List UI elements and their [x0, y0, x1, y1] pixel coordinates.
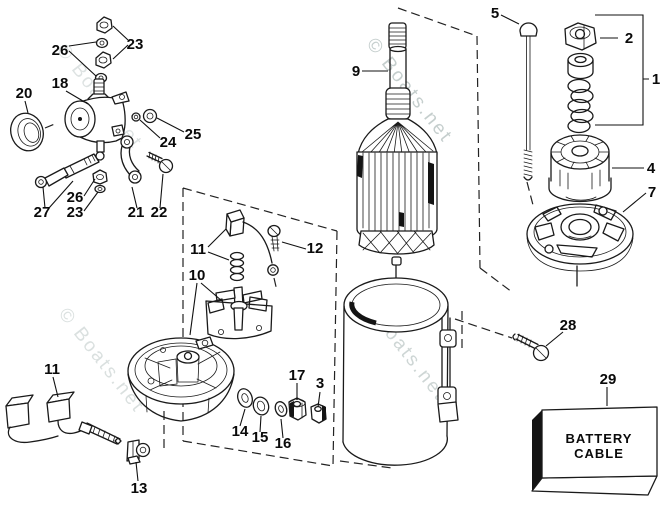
callout-11-mid: 11: [190, 241, 206, 258]
battery-cable-label-line1: BATTERY: [566, 431, 633, 446]
commutator-end-cap: [127, 336, 235, 422]
bracket-13: [126, 439, 151, 465]
callout-17: 17: [289, 367, 306, 384]
callout-5: 5: [491, 5, 499, 22]
callout-26-bottom: 26: [67, 189, 84, 206]
battery-cable-label-line2: CABLE: [574, 446, 624, 461]
screw-22: [146, 151, 174, 174]
screw-12: [267, 224, 281, 252]
bushing: [567, 52, 594, 80]
bracket-21: [120, 135, 142, 184]
mount-bolt-28: [512, 333, 550, 362]
callout-14: 14: [232, 423, 249, 440]
washer-23-lower: [94, 184, 106, 194]
battery-cable-box: BATTERY CABLE: [531, 406, 658, 496]
callout-26-top: 26: [52, 42, 69, 59]
callout-23-top: 23: [127, 36, 144, 53]
armature: [356, 22, 438, 284]
nut-17: [288, 397, 307, 421]
pinion-drive: [548, 134, 612, 203]
washer-15: [252, 396, 270, 416]
washer-24: [131, 112, 141, 122]
linkage-27: [34, 153, 100, 189]
callout-10: 10: [189, 267, 206, 284]
callout-labels: 23 26 18 20 25 24 27 26 23 21 22 9 5 2 1…: [16, 5, 661, 497]
brush-set: [5, 391, 122, 445]
callout-7: 7: [648, 184, 656, 201]
callout-12: 12: [307, 240, 324, 257]
retainer-ring: [10, 112, 44, 152]
dashed-alignment-lines: [44, 7, 534, 469]
through-bolt: [519, 22, 538, 181]
callout-13: 13: [131, 480, 148, 497]
washer-14: [237, 388, 253, 408]
callout-29: 29: [600, 371, 617, 388]
solenoid: [64, 78, 130, 161]
nut-26-lower: [92, 169, 108, 185]
callout-28: 28: [560, 317, 577, 334]
nut-2: [564, 22, 597, 51]
callout-3: 3: [316, 375, 324, 392]
callout-15: 15: [252, 429, 269, 446]
callout-4: 4: [647, 160, 656, 177]
callout-18: 18: [52, 75, 69, 92]
callout-27: 27: [34, 204, 51, 221]
callout-23-bottom: 23: [67, 204, 84, 221]
callout-22: 22: [151, 204, 168, 221]
leader-lines: [24, 14, 647, 482]
callout-11-left: 11: [44, 361, 60, 378]
starter-frame-cylinder: [342, 277, 459, 466]
nut-25: [142, 108, 158, 124]
callout-24: 24: [160, 134, 177, 151]
brush-assembly: [225, 209, 279, 282]
callout-9: 9: [352, 63, 360, 80]
spring: [567, 78, 594, 134]
brush-holder-plate: [205, 286, 273, 340]
callout-1: 1: [652, 71, 660, 88]
nut-washer-chain: [94, 16, 113, 84]
callout-16: 16: [275, 435, 292, 452]
drive-end-cap: [526, 203, 634, 287]
callout-2: 2: [625, 30, 633, 47]
callout-25: 25: [185, 126, 202, 143]
group-1-bracket: [595, 14, 649, 126]
callout-21: 21: [128, 204, 145, 221]
callout-20: 20: [16, 85, 33, 102]
washer-16: [274, 401, 288, 417]
